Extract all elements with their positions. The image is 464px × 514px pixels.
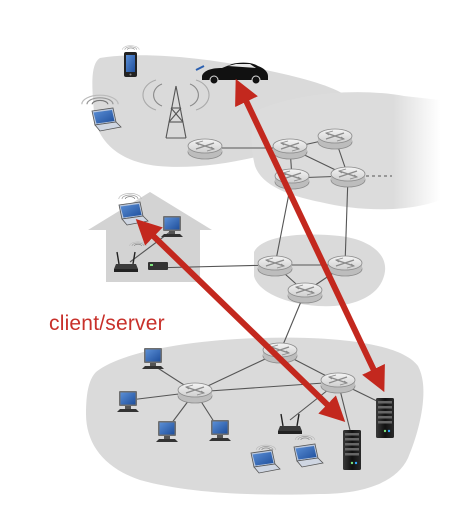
router-icon: [257, 255, 293, 277]
router-icon: [177, 382, 213, 404]
client-server-arrow-home: [135, 218, 346, 423]
client-server-label: client/server: [49, 312, 165, 335]
router-icon: [317, 128, 353, 150]
server-icon: [343, 430, 361, 470]
smartphone-icon: [124, 52, 137, 77]
router-icon: [320, 372, 356, 394]
server-icon: [376, 398, 394, 438]
router-icon: [272, 138, 308, 160]
wireless-signal-icon: [122, 45, 140, 51]
wifi-base-station-icon: [148, 262, 168, 270]
router-icon: [187, 138, 223, 160]
car-icon: [195, 62, 268, 85]
router-icon: [327, 255, 363, 277]
wireless-signal-icon: [118, 193, 142, 200]
router-icon: [287, 282, 323, 304]
cell-tower-icon: [142, 79, 210, 139]
router-icon: [330, 166, 366, 188]
